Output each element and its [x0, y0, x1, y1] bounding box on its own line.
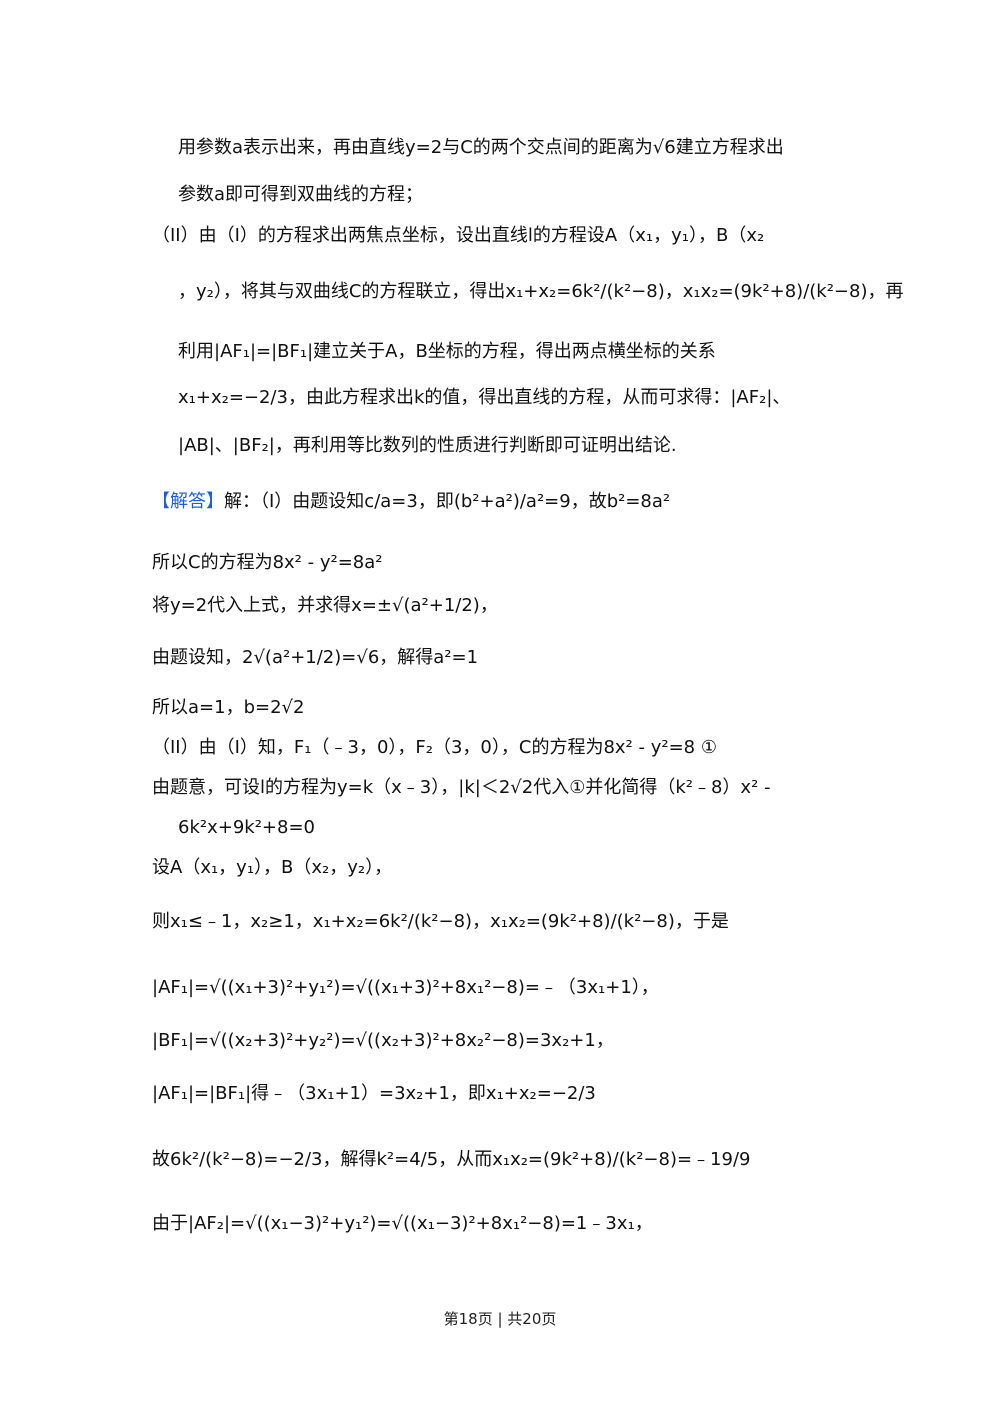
solution-line-11: |AF₁|=√((x₁+3)²+y₁²)=√((x₁+3)²+8x₁²−8)=﹣… [152, 977, 659, 998]
solution-line-14: 故6k²/(k²−8)=−2/3，解得k²=4/5，从而x₁x₂=(9k²+8)… [152, 1149, 751, 1170]
page-footer: 第18页 | 共20页 [443, 1310, 557, 1328]
solution-text-1: 解：（I）由题设知c/a=3，即(b²+a²)/a²=9，故b²=8a² [224, 491, 671, 512]
solution-line-6: （II）由（I）知，F₁（﹣3，0），F₂（3，0），C的方程为8x² - y²… [152, 737, 717, 758]
solution-line-7: 由题意，可设l的方程为y=k（x﹣3），|k|＜2√2代入①并化简得（k²﹣8）… [152, 777, 771, 798]
solution-line-8: 6k²x+9k²+8=0 [178, 817, 315, 838]
solution-line-4: 由题设知，2√(a²+1/2)=√6，解得a²=1 [152, 647, 479, 668]
analysis-line-1: 用参数a表示出来，再由直线y=2与C的两个交点间的距离为√6建立方程求出 [178, 137, 784, 158]
solution-line-1: 【解答】解：（I）由题设知c/a=3，即(b²+a²)/a²=9，故b²=8a² [152, 490, 670, 514]
solution-line-13: |AF₁|=|BF₁|得﹣（3x₁+1）=3x₂+1，即x₁+x₂=−2/3 [152, 1083, 596, 1104]
solution-line-15: 由于|AF₂|=√((x₁−3)²+y₁²)=√((x₁−3)²+8x₁²−8)… [152, 1213, 653, 1234]
solution-line-5: 所以a=1，b=2√2 [152, 697, 305, 718]
analysis-line-6: x₁+x₂=−2/3，由此方程求出k的值，得出直线的方程，从而可求得：|AF₂|… [178, 387, 791, 408]
solution-line-2: 所以C的方程为8x² - y²=8a² [152, 552, 383, 573]
solution-tag: 【解答】 [152, 491, 224, 512]
solution-line-9: 设A（x₁，y₁），B（x₂，y₂）， [152, 857, 393, 878]
solution-line-12: |BF₁|=√((x₂+3)²+y₂²)=√((x₂+3)²+8x₂²−8)=3… [152, 1030, 614, 1051]
analysis-line-4: ，y₂），将其与双曲线C的方程联立，得出x₁+x₂=6k²/(k²−8)，x₁x… [178, 281, 904, 302]
solution-line-10: 则x₁≤﹣1，x₂≥1，x₁+x₂=6k²/(k²−8)，x₁x₂=(9k²+8… [152, 911, 729, 932]
analysis-line-3: （II）由（I）的方程求出两焦点坐标，设出直线l的方程设A（x₁，y₁），B（x… [152, 225, 765, 246]
analysis-line-7: |AB|、|BF₂|，再利用等比数列的性质进行判断即可证明出结论. [178, 435, 677, 456]
solution-line-3: 将y=2代入上式，并求得x=±√(a²+1/2)， [152, 595, 498, 616]
analysis-line-5: 利用|AF₁|=|BF₁|建立关于A，B坐标的方程，得出两点横坐标的关系 [178, 341, 716, 362]
analysis-line-2: 参数a即可得到双曲线的方程； [178, 184, 424, 205]
